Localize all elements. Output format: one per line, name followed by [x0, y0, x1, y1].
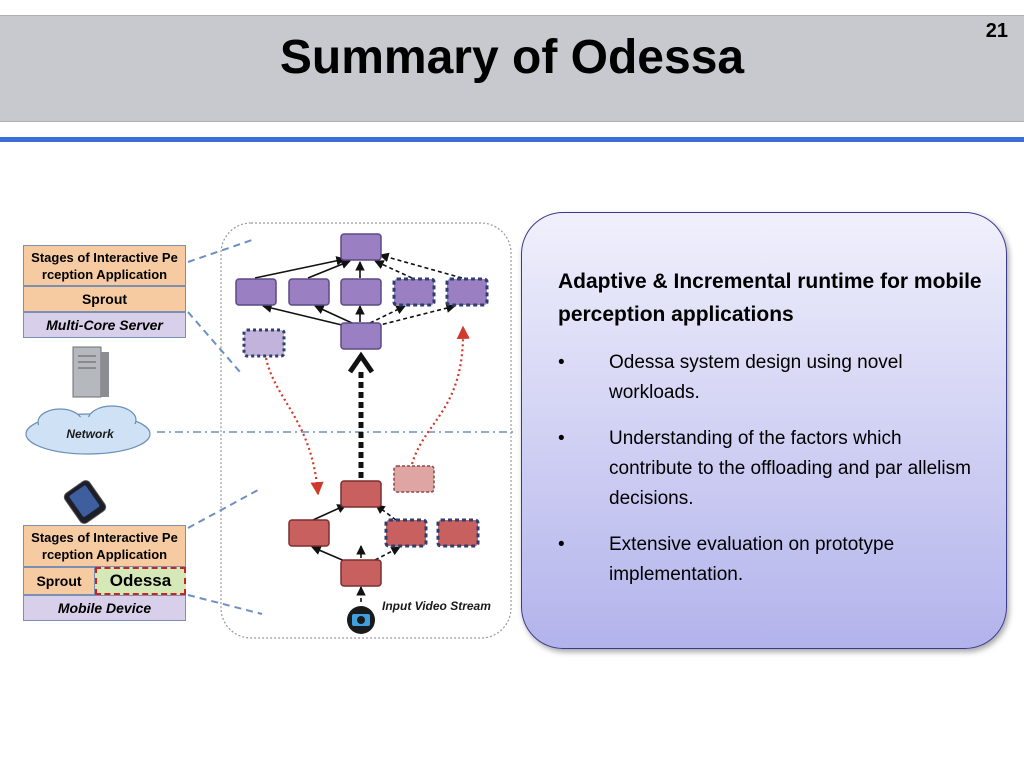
- server-platform-label: Multi-Core Server: [23, 312, 186, 338]
- migration-arrow: [410, 325, 470, 465]
- bullet-glyph: •: [558, 428, 565, 449]
- summary-heading: Adaptive & Incremental runtime for mobil…: [558, 270, 982, 326]
- mobile-phone-icon: [63, 480, 107, 524]
- network-cloud-icon: [25, 405, 151, 455]
- server-sprout-label: Sprout: [23, 286, 186, 312]
- dag-edge: [311, 545, 348, 563]
- bullet-glyph: •: [558, 534, 565, 555]
- summary-card: Adaptive & Incremental runtime for mobil…: [521, 212, 1007, 649]
- title-bar: [0, 15, 1024, 122]
- dag-edge-offloaded: [375, 303, 456, 327]
- dag-edge: [254, 256, 346, 279]
- bullet-glyph: •: [558, 352, 565, 373]
- server-node-offloaded: [392, 277, 436, 307]
- server-node: [288, 278, 330, 306]
- server-node: [340, 233, 382, 261]
- mobile-node-offloaded: [384, 518, 428, 548]
- bullet-text: Odessa system design using novel workloa…: [609, 352, 903, 403]
- server-icon: [72, 346, 109, 398]
- callout-line: [187, 594, 263, 615]
- network-label: Network: [66, 427, 115, 441]
- server-node: [340, 322, 382, 350]
- dag-edge: [307, 259, 351, 279]
- offload-arrow-head: [347, 351, 375, 374]
- migration-arrow: [264, 357, 324, 496]
- mobile-node-offloaded: [436, 518, 480, 548]
- server-node: [235, 278, 277, 306]
- mobile-node-migrated: [393, 465, 435, 493]
- server-node-migrated: [242, 328, 286, 358]
- mobile-node: [288, 519, 330, 547]
- mobile-stages-label: Stages of Interactive Pe rception Applic…: [23, 525, 186, 567]
- server-node: [340, 278, 382, 306]
- mobile-node: [340, 559, 382, 587]
- accent-divider: [0, 137, 1024, 142]
- mobile-platform-label: Mobile Device: [23, 595, 186, 621]
- dag-edge: [314, 305, 353, 324]
- dag-edge: [262, 303, 347, 327]
- server-stages-label: Stages of Interactive Pe rception Applic…: [23, 245, 186, 286]
- bullet-text: Extensive evaluation on prototype implem…: [609, 534, 895, 585]
- page-title: Summary of Odessa: [279, 31, 745, 84]
- pipeline-container: [220, 222, 512, 639]
- callout-line: [187, 311, 241, 373]
- odessa-label: Odessa: [95, 567, 186, 595]
- page-number: 21: [985, 20, 1008, 42]
- server-node-offloaded: [445, 277, 489, 307]
- dag-edge: [312, 504, 347, 521]
- mobile-node: [340, 480, 382, 508]
- dag-edge-offloaded: [374, 546, 401, 561]
- dag-edge-offloaded: [379, 252, 463, 279]
- callout-line: [187, 489, 259, 529]
- camera-icon: [347, 606, 375, 634]
- callout-line: [187, 239, 253, 263]
- dag-edge-offloaded: [374, 260, 413, 279]
- bullet-text: Understanding of the factors which contr…: [609, 428, 971, 509]
- mobile-sprout-label: Sprout: [23, 567, 95, 595]
- input-stream-label: Input Video Stream: [382, 599, 491, 613]
